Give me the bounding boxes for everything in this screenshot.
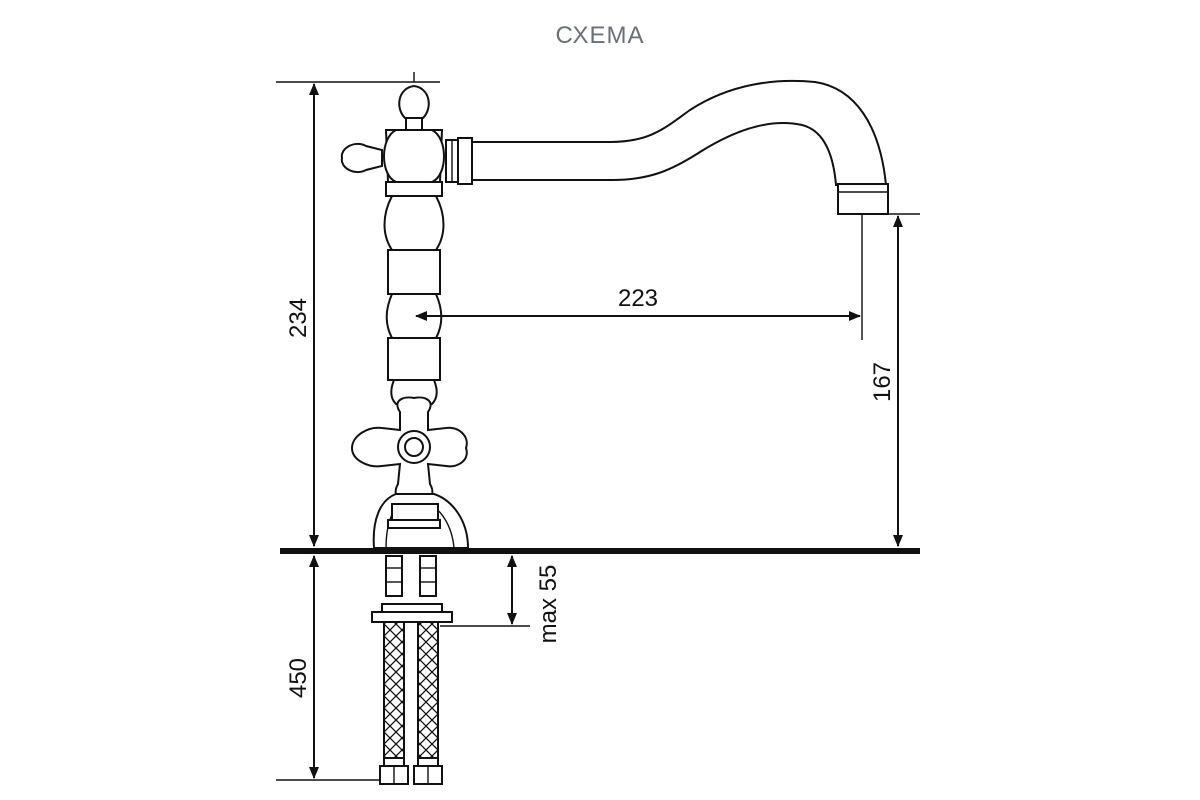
dim-label-max-countertop: max 55 <box>535 565 562 644</box>
spout <box>445 79 889 215</box>
cross-handle <box>350 396 468 504</box>
dim-label-spout-reach: 223 <box>618 285 658 312</box>
dim-label-spout-height: 167 <box>869 362 896 402</box>
faucet-column <box>383 181 445 405</box>
dim-label-hose-length: 450 <box>285 658 312 698</box>
aerator <box>837 183 889 215</box>
page-title: СХЕМА <box>555 22 645 49</box>
supply-hoses <box>371 555 453 785</box>
faucet-base <box>372 493 470 549</box>
countertop-line <box>280 548 920 554</box>
dim-label-total-height: 234 <box>285 298 312 338</box>
valve-head <box>340 84 445 183</box>
